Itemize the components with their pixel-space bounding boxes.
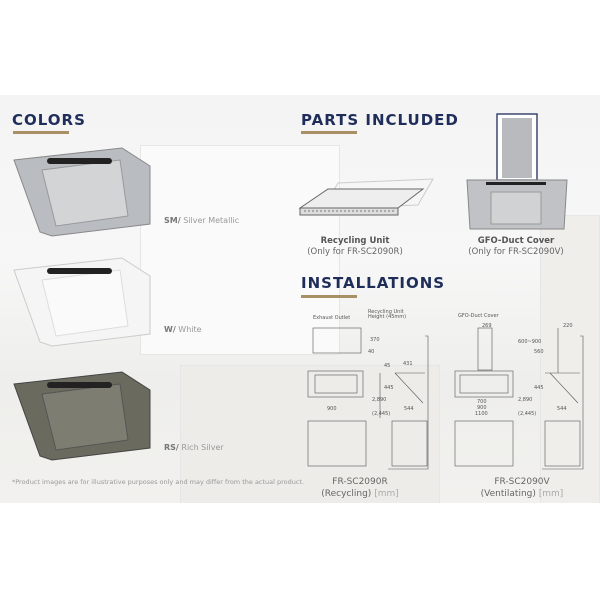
parts-title: PARTS INCLUDED — [301, 111, 459, 129]
color-name: White — [178, 325, 202, 334]
hood-image-rich-silver — [13, 371, 151, 461]
dim-2890: 2,890 — [372, 397, 386, 403]
dim-431: 431 — [403, 361, 413, 367]
dim-269: 269 — [482, 323, 492, 329]
installations-title: INSTALLATIONS — [301, 274, 446, 292]
color-label-w: W/ White — [164, 325, 202, 334]
part-name: Recycling Unit — [320, 236, 390, 246]
background-wall — [540, 215, 600, 503]
dim-700: 700 — [477, 399, 487, 405]
hood-image-silver-metallic — [13, 147, 151, 237]
color-label-sm: SM/ Silver Metallic — [164, 216, 239, 225]
dim-1100: 1100 — [475, 411, 488, 417]
unit-height-label-2: Height (45mm) — [368, 314, 406, 320]
exhaust-outlet-label: Exhaust Outlet — [313, 315, 350, 321]
dim-900: 900 — [327, 406, 337, 412]
dim-2445: (2,445) — [518, 411, 536, 417]
recycling-unit-image — [298, 178, 434, 216]
colors-title: COLORS — [12, 111, 86, 129]
dim-45: 45 — [384, 363, 390, 369]
model-type: (Recycling) — [321, 489, 372, 499]
model-caption-ventilating: FR-SC2090V (Ventilating) [mm] — [462, 476, 582, 500]
dim-445: 445 — [534, 385, 544, 391]
unit-label: [mm] — [374, 489, 399, 499]
background-cabinet — [140, 145, 340, 355]
dim-2890: 2,890 — [518, 397, 532, 403]
dim-220: 220 — [563, 323, 573, 329]
dim-445: 445 — [384, 385, 394, 391]
model-type: (Ventilating) — [480, 489, 536, 499]
color-code: W/ — [164, 325, 176, 334]
part-name: GFO-Duct Cover — [477, 236, 555, 246]
model-caption-recycling: FR-SC2090R (Recycling) [mm] — [305, 476, 415, 500]
color-name: Rich Silver — [181, 443, 224, 452]
model-name: FR-SC2090V — [494, 477, 550, 487]
color-code: SM/ — [164, 216, 181, 225]
background-hood — [180, 365, 440, 503]
part-sub: (Only for FR-SC2090V) — [468, 247, 564, 257]
disclaimer-note: *Product images are for illustrative pur… — [12, 478, 305, 486]
duct-cover-image — [466, 113, 568, 230]
recycling-installation-diagram: Exhaust Outlet Recycling Unit Height (45… — [307, 309, 429, 470]
model-name: FR-SC2090R — [332, 477, 388, 487]
color-label-rs: RS/ Rich Silver — [164, 443, 224, 452]
title-underline — [13, 131, 69, 134]
part-recycling-unit: Recycling Unit (Only for FR-SC2090R) — [300, 236, 410, 258]
dim-560: 560 — [534, 349, 544, 355]
dim-40: 40 — [368, 349, 374, 355]
dim-544: 544 — [404, 406, 414, 412]
title-underline — [301, 131, 357, 134]
unit-label: [mm] — [538, 489, 564, 499]
title-underline — [301, 295, 357, 298]
dim-600-900: 600~900 — [518, 339, 541, 345]
part-duct-cover: GFO-Duct Cover (Only for FR-SC2090V) — [460, 236, 572, 258]
ventilating-installation-diagram: GFO-Duct Cover 269 220 700 900 1100 560 … — [454, 313, 584, 470]
duct-cover-label: GFO-Duct Cover — [458, 313, 500, 319]
color-code: RS/ — [164, 443, 179, 452]
unit-height-label: Recycling Unit — [368, 309, 404, 315]
dim-370: 370 — [370, 337, 380, 343]
part-sub: (Only for FR-SC2090R) — [307, 247, 403, 257]
color-name: Silver Metallic — [183, 216, 240, 225]
dim-2445: (2,445) — [372, 411, 390, 417]
hood-image-white — [13, 257, 151, 347]
dim-544: 544 — [557, 406, 567, 412]
dim-900: 900 — [477, 405, 487, 411]
